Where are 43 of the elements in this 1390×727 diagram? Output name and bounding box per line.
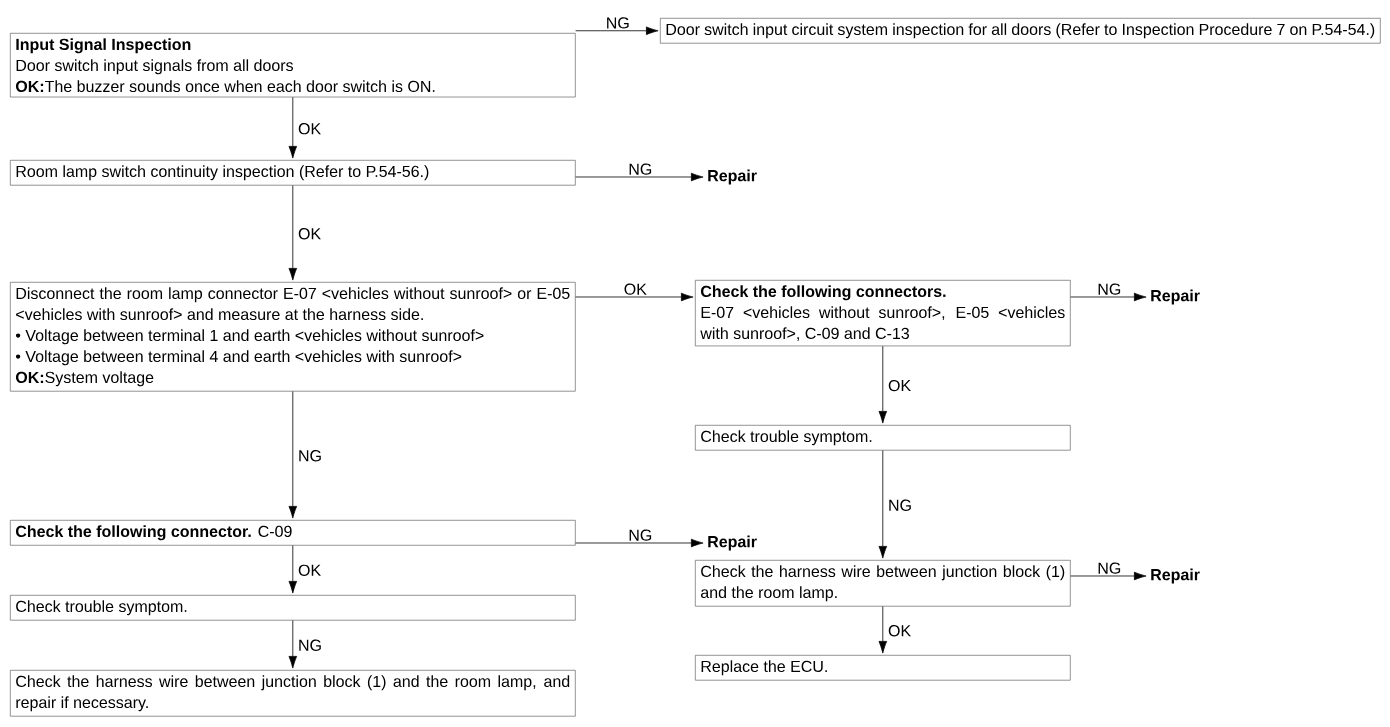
arrow	[1070, 571, 1147, 581]
process-box: Room lamp switch continuity inspection (Refer to P.54-56.)	[10, 160, 576, 186]
edge-label: NG	[887, 498, 913, 512]
edge-label: NG	[297, 638, 323, 652]
edge-label: OK	[297, 563, 323, 577]
edge-label: OK	[887, 378, 913, 393]
arrow	[575, 172, 704, 182]
edge-label: OK	[622, 282, 648, 296]
process-box: Check the following connector. C-09	[10, 520, 576, 546]
arrow	[575, 26, 659, 35]
arrow	[288, 185, 298, 281]
process-box: Input Signal Inspection Door switch input signals from all doors OK:The buzzer sounds once when each door switch is ON.	[10, 33, 576, 98]
edge-label: NG	[297, 449, 323, 463]
edge-label: NG	[1096, 561, 1123, 575]
arrow	[575, 538, 704, 548]
arrow	[878, 345, 888, 424]
process-box: Check the following connectors. E-07 <vehicles without sunroof>, E-05 <vehicles with sunroof>, C-09 and C-13	[695, 280, 1071, 347]
arrow	[878, 450, 888, 559]
edge-label: NG	[627, 162, 654, 176]
arrow	[288, 391, 298, 519]
result-text: Repair	[1151, 568, 1200, 584]
result-text: Repair	[1151, 289, 1200, 305]
process-box: Check trouble symptom.	[10, 595, 576, 621]
arrow	[288, 96, 298, 159]
process-box: Replace the ECU.	[695, 655, 1071, 681]
process-box: Check the harness wire between junction block (1) and the room lamp, and repair if necessary.	[10, 670, 576, 717]
arrow	[288, 620, 298, 669]
process-box: Check trouble symptom.	[695, 425, 1071, 451]
process-box: Disconnect the room lamp connector E-07 <vehicles without sunroof> or E-05 <vehicles with sunroof> and measure at the harness side. • Voltage between terminal 1 and earth <vehicles without sunroof> • Voltage between terminal 4 and earth <vehicles with sunroof> OK:System voltage	[10, 282, 576, 392]
edge-label: NG	[1096, 282, 1123, 296]
result-text: Repair	[708, 169, 757, 185]
arrow	[1070, 292, 1147, 302]
process-box: Check the harness wire between junction block (1) and the room lamp.	[695, 560, 1071, 607]
edge-label: NG	[604, 16, 631, 30]
process-box: Door switch input circuit system inspection for all doors (Refer to Inspection Procedure 7 on P.54-54.)	[660, 18, 1381, 44]
result-text: Repair	[708, 535, 757, 551]
edge-label: NG	[627, 528, 654, 542]
edge-label: OK	[297, 227, 323, 241]
arrow	[878, 606, 888, 654]
arrow	[288, 545, 298, 594]
edge-label: OK	[887, 624, 913, 638]
arrow	[575, 292, 694, 302]
edge-label: OK	[297, 122, 323, 136]
